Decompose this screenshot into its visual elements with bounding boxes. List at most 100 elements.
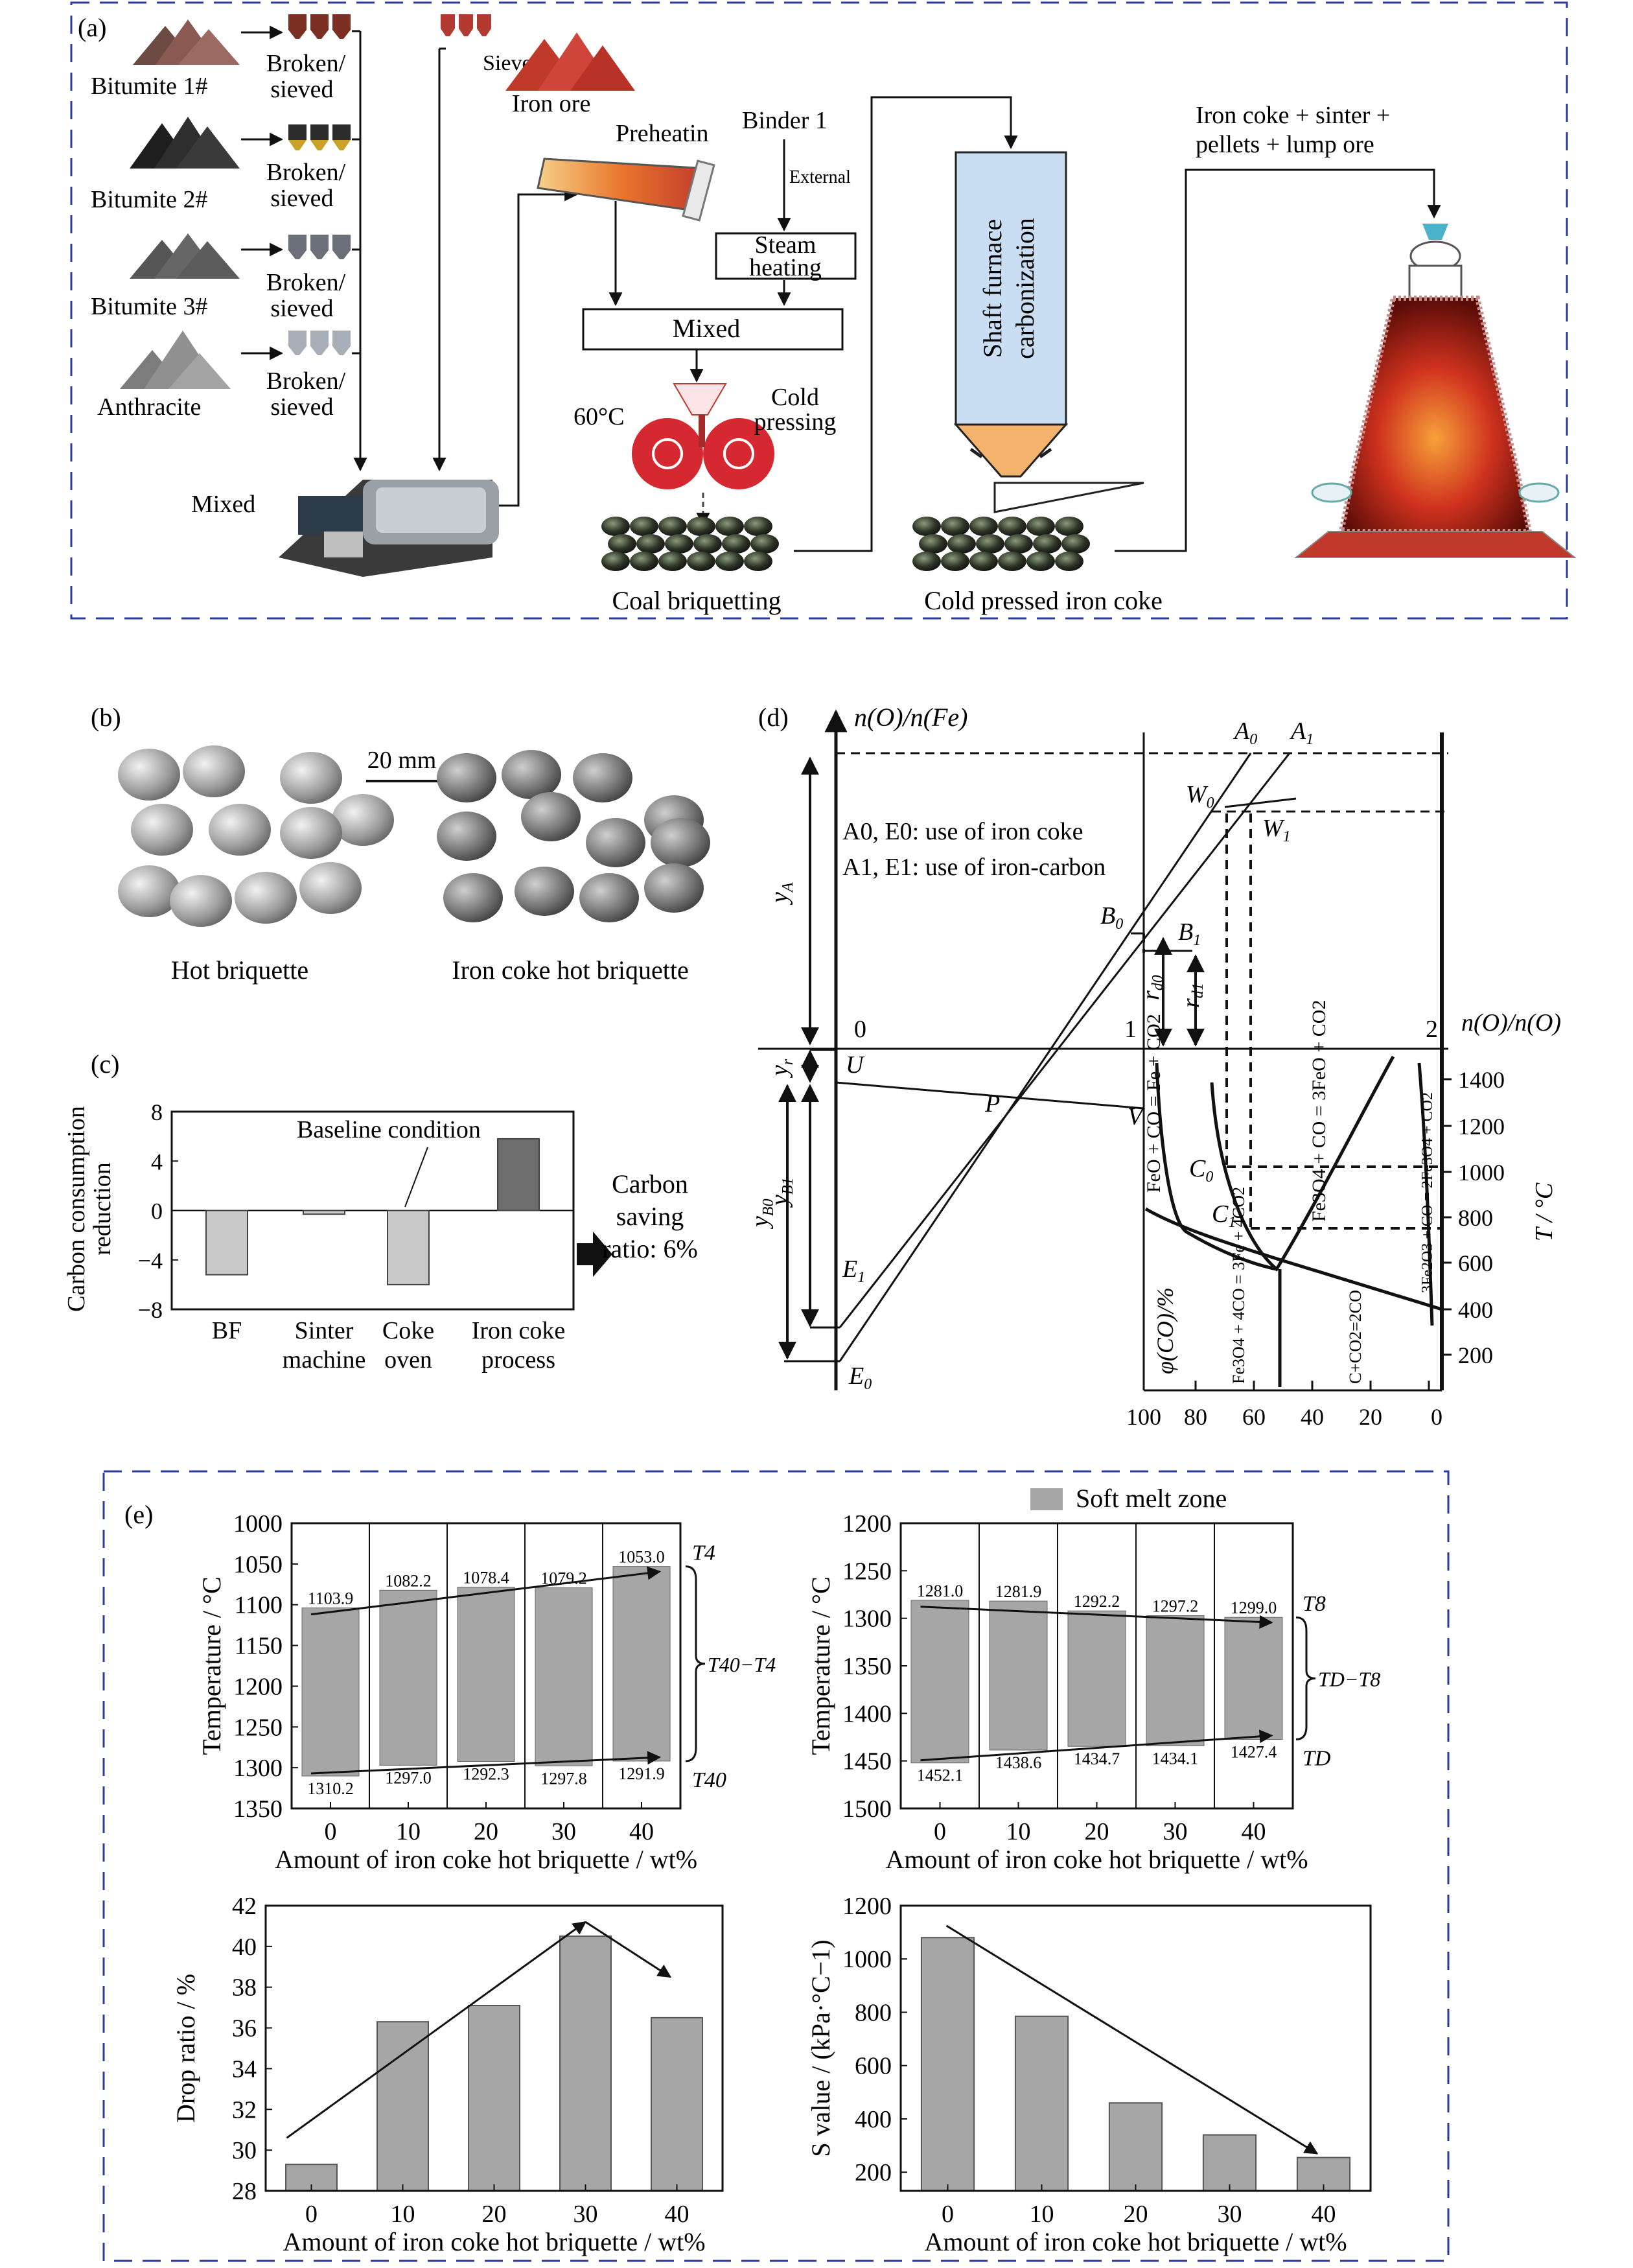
briquette-icon — [665, 534, 693, 554]
chart-xtick-label: 40 — [1242, 1818, 1266, 1845]
svg-text:yB1: yB1 — [766, 1177, 796, 1208]
bar-bottom-value-label: 1310.2 — [307, 1779, 354, 1798]
panel-e: (e) Soft melt zone 1103.91310.21082.2129… — [102, 1470, 1450, 2262]
iron-hot-briquette-label: Iron coke hot briquette — [452, 955, 688, 985]
briquette-icon — [1026, 552, 1055, 571]
bar-top-value-label: 1299.0 — [1231, 1598, 1277, 1617]
baseline-pointer — [404, 1147, 428, 1208]
range-bracket — [1295, 1616, 1316, 1741]
briquette-icon — [332, 794, 394, 846]
briquette-icon — [744, 552, 772, 571]
briquette-icon — [573, 753, 632, 802]
briquette-icon — [1055, 552, 1083, 571]
d-legend-2: A1, E1: use of iron-carbon — [842, 854, 1106, 881]
bar-top-value-label: 1292.2 — [1074, 1592, 1120, 1611]
preheater-icon — [537, 158, 715, 222]
steam-l1: Steam — [755, 231, 816, 259]
carbon-saving-arrow-icon — [577, 1232, 612, 1277]
temp-label: 60°C — [573, 403, 625, 430]
briquette-icon — [630, 552, 658, 571]
d-curve-fe2o3 — [1417, 1062, 1434, 1326]
panel-d-label: (d) — [758, 703, 789, 732]
chart-ytick-label: 1350 — [233, 1795, 283, 1823]
bitumite1-label: Bitumite 1# — [91, 73, 208, 100]
briquette-icon — [912, 552, 941, 571]
briquette-icon — [280, 807, 342, 859]
briquette-icon — [437, 812, 496, 861]
chart-c-ytick-label: −4 — [138, 1248, 163, 1274]
chart-ytick-label: 1000 — [842, 1946, 892, 1973]
briquette-icon — [969, 552, 998, 571]
d-line-A0E0 — [839, 753, 1252, 1362]
hopper-4-icon — [288, 331, 351, 355]
series-label-top: T8 — [1303, 1592, 1326, 1616]
d-t-axis-label: T / °C — [1531, 1182, 1558, 1241]
briquette-icon — [1033, 534, 1061, 554]
broken3-l1: Broken/ — [266, 269, 346, 296]
chart-ytick-label: 200 — [855, 2159, 892, 2186]
chart-c-bar — [205, 1210, 248, 1276]
briquette-icon — [687, 517, 715, 536]
hopper-3-icon — [288, 235, 351, 259]
chart-xlabel: Amount of iron coke hot briquette / wt% — [885, 1845, 1308, 1874]
hot-briquette-label: Hot briquette — [171, 955, 308, 985]
broken1-l1: Broken/ — [266, 50, 346, 77]
chart-xtick-label: 0 — [305, 2201, 318, 2228]
chart-c-bar — [497, 1138, 540, 1211]
d-t-tick-label: 200 — [1458, 1342, 1493, 1368]
d-r4: Fe3O4 + 4CO = 3Fe + 4CO2 — [1229, 1187, 1248, 1384]
svg-text:W0: W0 — [1186, 781, 1214, 812]
chart-c-category-label: Iron coke — [472, 1317, 566, 1344]
chart-bar — [559, 1935, 612, 2192]
chart-ytick-label: 1250 — [233, 1714, 283, 1741]
briquette-icon — [658, 517, 687, 536]
briquette-icon — [131, 804, 193, 856]
baseline-annotation: Baseline condition — [297, 1116, 481, 1143]
panel-b-label: (b) — [91, 703, 121, 732]
chart-xtick-label: 20 — [474, 1818, 498, 1845]
mixer-machine-icon — [279, 480, 499, 577]
d-phi-tick-label: 60 — [1242, 1404, 1266, 1430]
chart-ytick-label: 1200 — [842, 1893, 892, 1920]
d-t-tick-label: 400 — [1458, 1297, 1493, 1323]
range-bracket — [685, 1565, 706, 1762]
d-r1: FeO + CO = Fe + CO2 — [1143, 1014, 1164, 1193]
briquette-icon — [608, 534, 636, 554]
panel-c: (c) Carbon consumptionreduction −8−4048 … — [63, 1049, 698, 1374]
chart-bar — [651, 2017, 703, 2192]
steam-heating-box — [715, 232, 857, 280]
chart-ylabel: Temperature / °C — [197, 1576, 226, 1755]
svg-text:V: V — [1128, 1103, 1145, 1130]
d-r3: 3Fe2O3 + CO = 2Fe3O4 + CO2 — [1419, 1092, 1436, 1293]
soft-melt-bar — [1146, 1615, 1205, 1746]
cold-coke-label: Cold pressed iron coke — [924, 586, 1163, 615]
soft-melt-bar — [535, 1587, 593, 1766]
chart-c-bars — [205, 1138, 540, 1285]
bitumite2-label: Bitumite 2# — [91, 186, 208, 213]
briq-to-shaft-line — [794, 96, 1018, 552]
bar-top-value-label: 1281.0 — [917, 1582, 964, 1600]
broken2-l1: Broken/ — [266, 159, 346, 186]
bar-bottom-value-label: 1292.3 — [463, 1764, 509, 1783]
chart-ytick-label: 38 — [232, 1974, 257, 2002]
chart-xtick-label: 0 — [325, 1818, 337, 1845]
briquette-icon — [969, 517, 998, 536]
scale-label: 20 mm — [367, 747, 437, 774]
chart-c-ytick-label: 0 — [151, 1198, 163, 1224]
d-phi-tick-label: 80 — [1184, 1404, 1207, 1430]
broken4-l2: sieved — [270, 393, 333, 421]
briquette-icon — [586, 818, 645, 867]
d-phi-label: φ(CO)/% — [1152, 1287, 1178, 1374]
chart-xtick-label: 0 — [942, 2201, 954, 2228]
hopper-2-icon — [288, 124, 351, 150]
briquette-icon — [601, 517, 630, 536]
bracket-label: T40−T4 — [708, 1653, 776, 1676]
briquette-icon — [280, 752, 342, 804]
bar-bottom-value-label: 1434.7 — [1074, 1749, 1120, 1768]
chart-bar — [1014, 2015, 1069, 2192]
shaft-l2: carbonization — [1010, 218, 1039, 359]
d-curve-boudouard — [1144, 1207, 1442, 1311]
